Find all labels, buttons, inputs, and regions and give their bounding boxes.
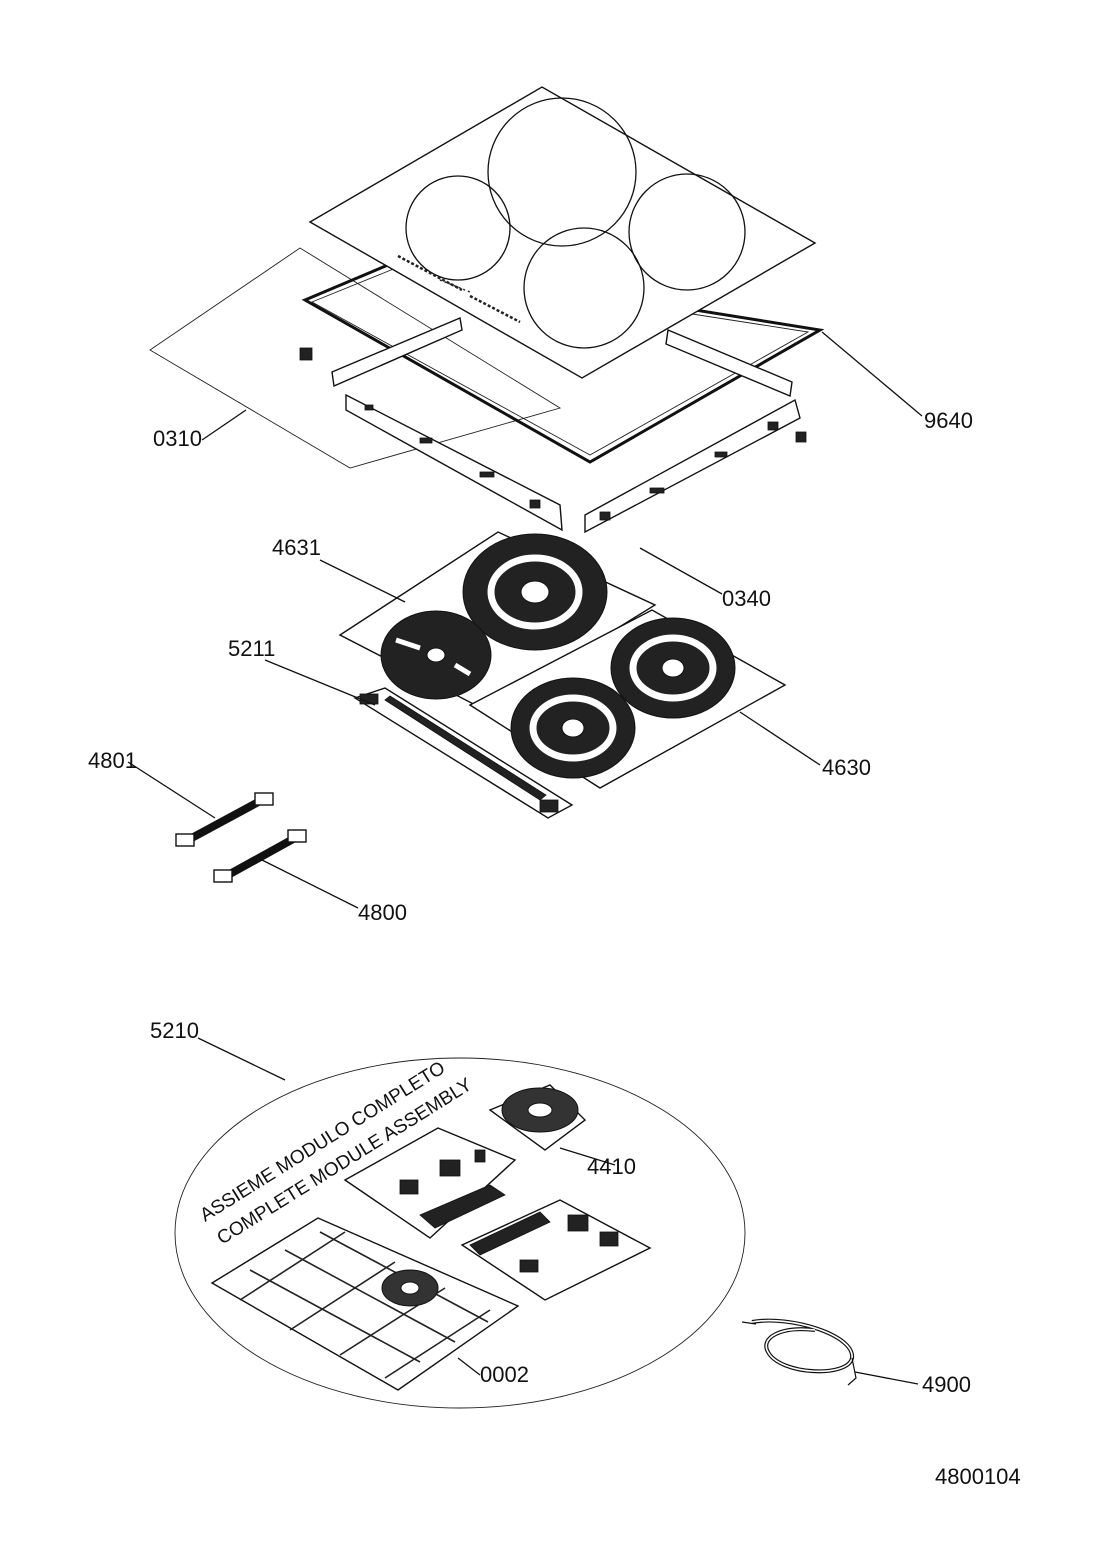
power-board-lower (460, 1199, 652, 1301)
flat-cable-lower (213, 829, 307, 883)
flat-cable-upper (175, 792, 274, 847)
frame-assembly (299, 260, 825, 534)
label-9640: 9640 (924, 408, 973, 433)
coil-plate-left (338, 531, 657, 711)
label-4410: 4410 (587, 1154, 636, 1179)
label-4900: 4900 (922, 1372, 971, 1397)
module-assembly: ASSIEME MODULO COMPLETO COMPLETE MODULE … (174, 1057, 746, 1409)
keyboard-board (353, 687, 574, 819)
label-5210: 5210 (150, 1018, 199, 1043)
power-board-upper (343, 1127, 517, 1239)
fan-unit (488, 1084, 587, 1151)
label-5211: 5211 (228, 636, 275, 661)
coil-plate-right (468, 609, 787, 789)
label-4631: 4631 (272, 535, 321, 560)
gasket-sheet (149, 247, 562, 469)
part-labels: 9640 0310 0340 4631 4630 5211 4801 4800 … (88, 408, 1021, 1489)
coil-small (380, 610, 492, 700)
label-4630: 4630 (822, 755, 871, 780)
leader-lines (127, 331, 923, 1385)
label-4800: 4800 (358, 900, 407, 925)
label-0340: 0340 (722, 586, 771, 611)
label-0002: 0002 (480, 1362, 529, 1387)
label-4801: 4801 (88, 748, 137, 773)
label-0310: 0310 (153, 426, 202, 451)
glass-top (308, 86, 817, 379)
coil-large (462, 533, 608, 651)
coil-right-bottom (510, 677, 636, 779)
power-cable (741, 1318, 857, 1386)
coil-right-top (610, 617, 736, 719)
drawing-number: 4800104 (935, 1464, 1021, 1489)
bottom-casing (210, 1217, 520, 1391)
